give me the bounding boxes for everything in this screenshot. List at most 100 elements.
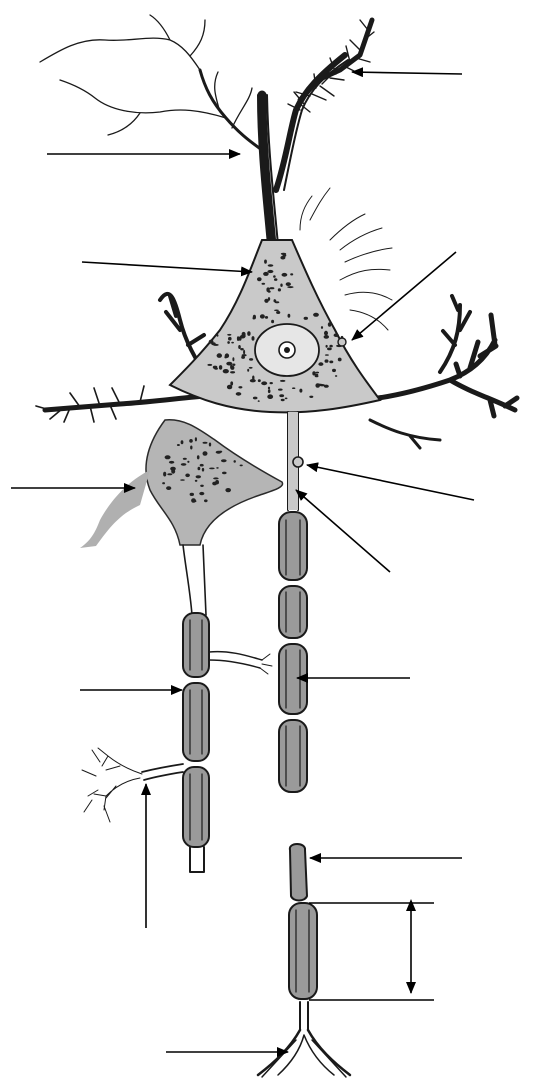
nissl-speck <box>227 341 230 344</box>
nissl-speck <box>209 443 211 447</box>
nissl-speck <box>250 379 256 382</box>
nissl-speck <box>241 356 245 359</box>
nissl-speck <box>253 317 255 319</box>
nissl-speck <box>321 326 323 329</box>
nissl-speck <box>166 486 171 490</box>
nissl-speck <box>213 477 219 479</box>
nissl-speck <box>230 366 234 370</box>
nissl-speck <box>181 463 187 466</box>
nissl-speck <box>262 283 266 285</box>
nissl-speck <box>258 400 260 402</box>
cell-body <box>170 240 380 412</box>
nissl-speck <box>264 260 267 264</box>
nissl-speck <box>163 472 166 477</box>
nissl-speck <box>234 460 236 463</box>
nissl-speck <box>169 461 174 464</box>
nissl-speck <box>181 440 184 444</box>
nissl-speck <box>190 446 192 450</box>
nissl-speck <box>209 340 214 344</box>
nissl-speck <box>253 397 258 400</box>
nissl-speck <box>214 368 218 370</box>
nissl-speck <box>217 334 219 337</box>
arrow-to-apical-dendrite-spines <box>352 72 462 74</box>
nissl-speck <box>167 473 172 475</box>
nissl-speck <box>242 332 246 336</box>
nissl-speck <box>198 467 201 471</box>
nissl-speck <box>192 500 196 502</box>
nissl-speck <box>324 331 328 336</box>
nissl-speck <box>270 382 273 384</box>
nissl-speck <box>269 287 274 289</box>
nissl-speck <box>227 334 231 336</box>
nissl-speck <box>203 451 208 456</box>
nissl-speck <box>299 389 302 393</box>
nissl-speck <box>231 342 234 344</box>
arrow-to-synaptic-bouton <box>307 465 474 500</box>
nissl-speck <box>274 278 277 281</box>
nissl-speck <box>180 479 185 481</box>
nissl-speck <box>281 399 285 401</box>
nissl-speck <box>280 284 282 287</box>
nissl-speck <box>292 387 295 389</box>
apical-dendrite <box>40 15 374 245</box>
nissl-speck <box>207 364 212 366</box>
nissl-speck <box>332 369 336 372</box>
second-cell-body <box>80 420 283 548</box>
nissl-speck <box>226 362 232 366</box>
nissl-speck <box>335 375 337 377</box>
nissl-speck <box>326 345 328 348</box>
nissl-speck <box>261 381 267 385</box>
nissl-speck <box>195 480 198 482</box>
nissl-speck <box>276 311 280 314</box>
nissl-speck <box>274 300 276 302</box>
nissl-speck <box>273 275 276 278</box>
nissl-speck <box>187 461 189 463</box>
nissl-speck <box>230 371 235 373</box>
nissl-speck <box>189 439 193 443</box>
nissl-speck <box>258 379 261 382</box>
nissl-speck <box>199 492 204 495</box>
nissl-speck <box>228 337 232 341</box>
nissl-speck <box>260 314 265 318</box>
nissl-speck <box>327 348 332 351</box>
nissl-speck <box>219 365 222 370</box>
nissl-speck <box>247 331 250 336</box>
nissl-speck <box>329 361 333 364</box>
arrow-to-apical-base <box>82 262 252 272</box>
nucleus <box>255 324 319 376</box>
nissl-speck <box>225 353 229 358</box>
nissl-speck <box>232 364 235 366</box>
nissl-speck <box>325 359 329 362</box>
nissl-speck <box>324 335 329 339</box>
nissl-speck <box>200 485 204 487</box>
nissl-speck <box>216 451 222 454</box>
nissl-speck <box>165 455 171 459</box>
nissl-speck <box>268 264 274 267</box>
nissl-speck <box>209 468 215 470</box>
nissl-speck <box>197 455 200 459</box>
nissl-speck <box>240 348 244 350</box>
nissl-speck <box>268 387 270 390</box>
arrow-to-axon-hillock <box>296 490 390 572</box>
nissl-speck <box>257 277 262 281</box>
main-axon-myelin <box>279 512 307 792</box>
second-axon <box>82 545 272 872</box>
nissl-speck <box>225 488 231 492</box>
nissl-speck <box>249 358 253 361</box>
nissl-speck <box>221 459 227 462</box>
nissl-speck <box>190 493 194 496</box>
nissl-speck <box>236 392 242 396</box>
nissl-speck <box>185 474 190 478</box>
nissl-speck <box>223 369 229 373</box>
nissl-speck <box>196 475 201 478</box>
nissl-speck <box>267 394 273 399</box>
nissl-speck <box>232 357 234 361</box>
nissl-speck <box>329 345 332 348</box>
nissl-speck <box>309 396 313 398</box>
nissl-speck <box>279 394 284 397</box>
nissl-speck <box>195 437 197 441</box>
nissl-speck <box>243 350 245 355</box>
nissl-speck <box>325 354 329 356</box>
nissl-speck <box>247 369 249 372</box>
